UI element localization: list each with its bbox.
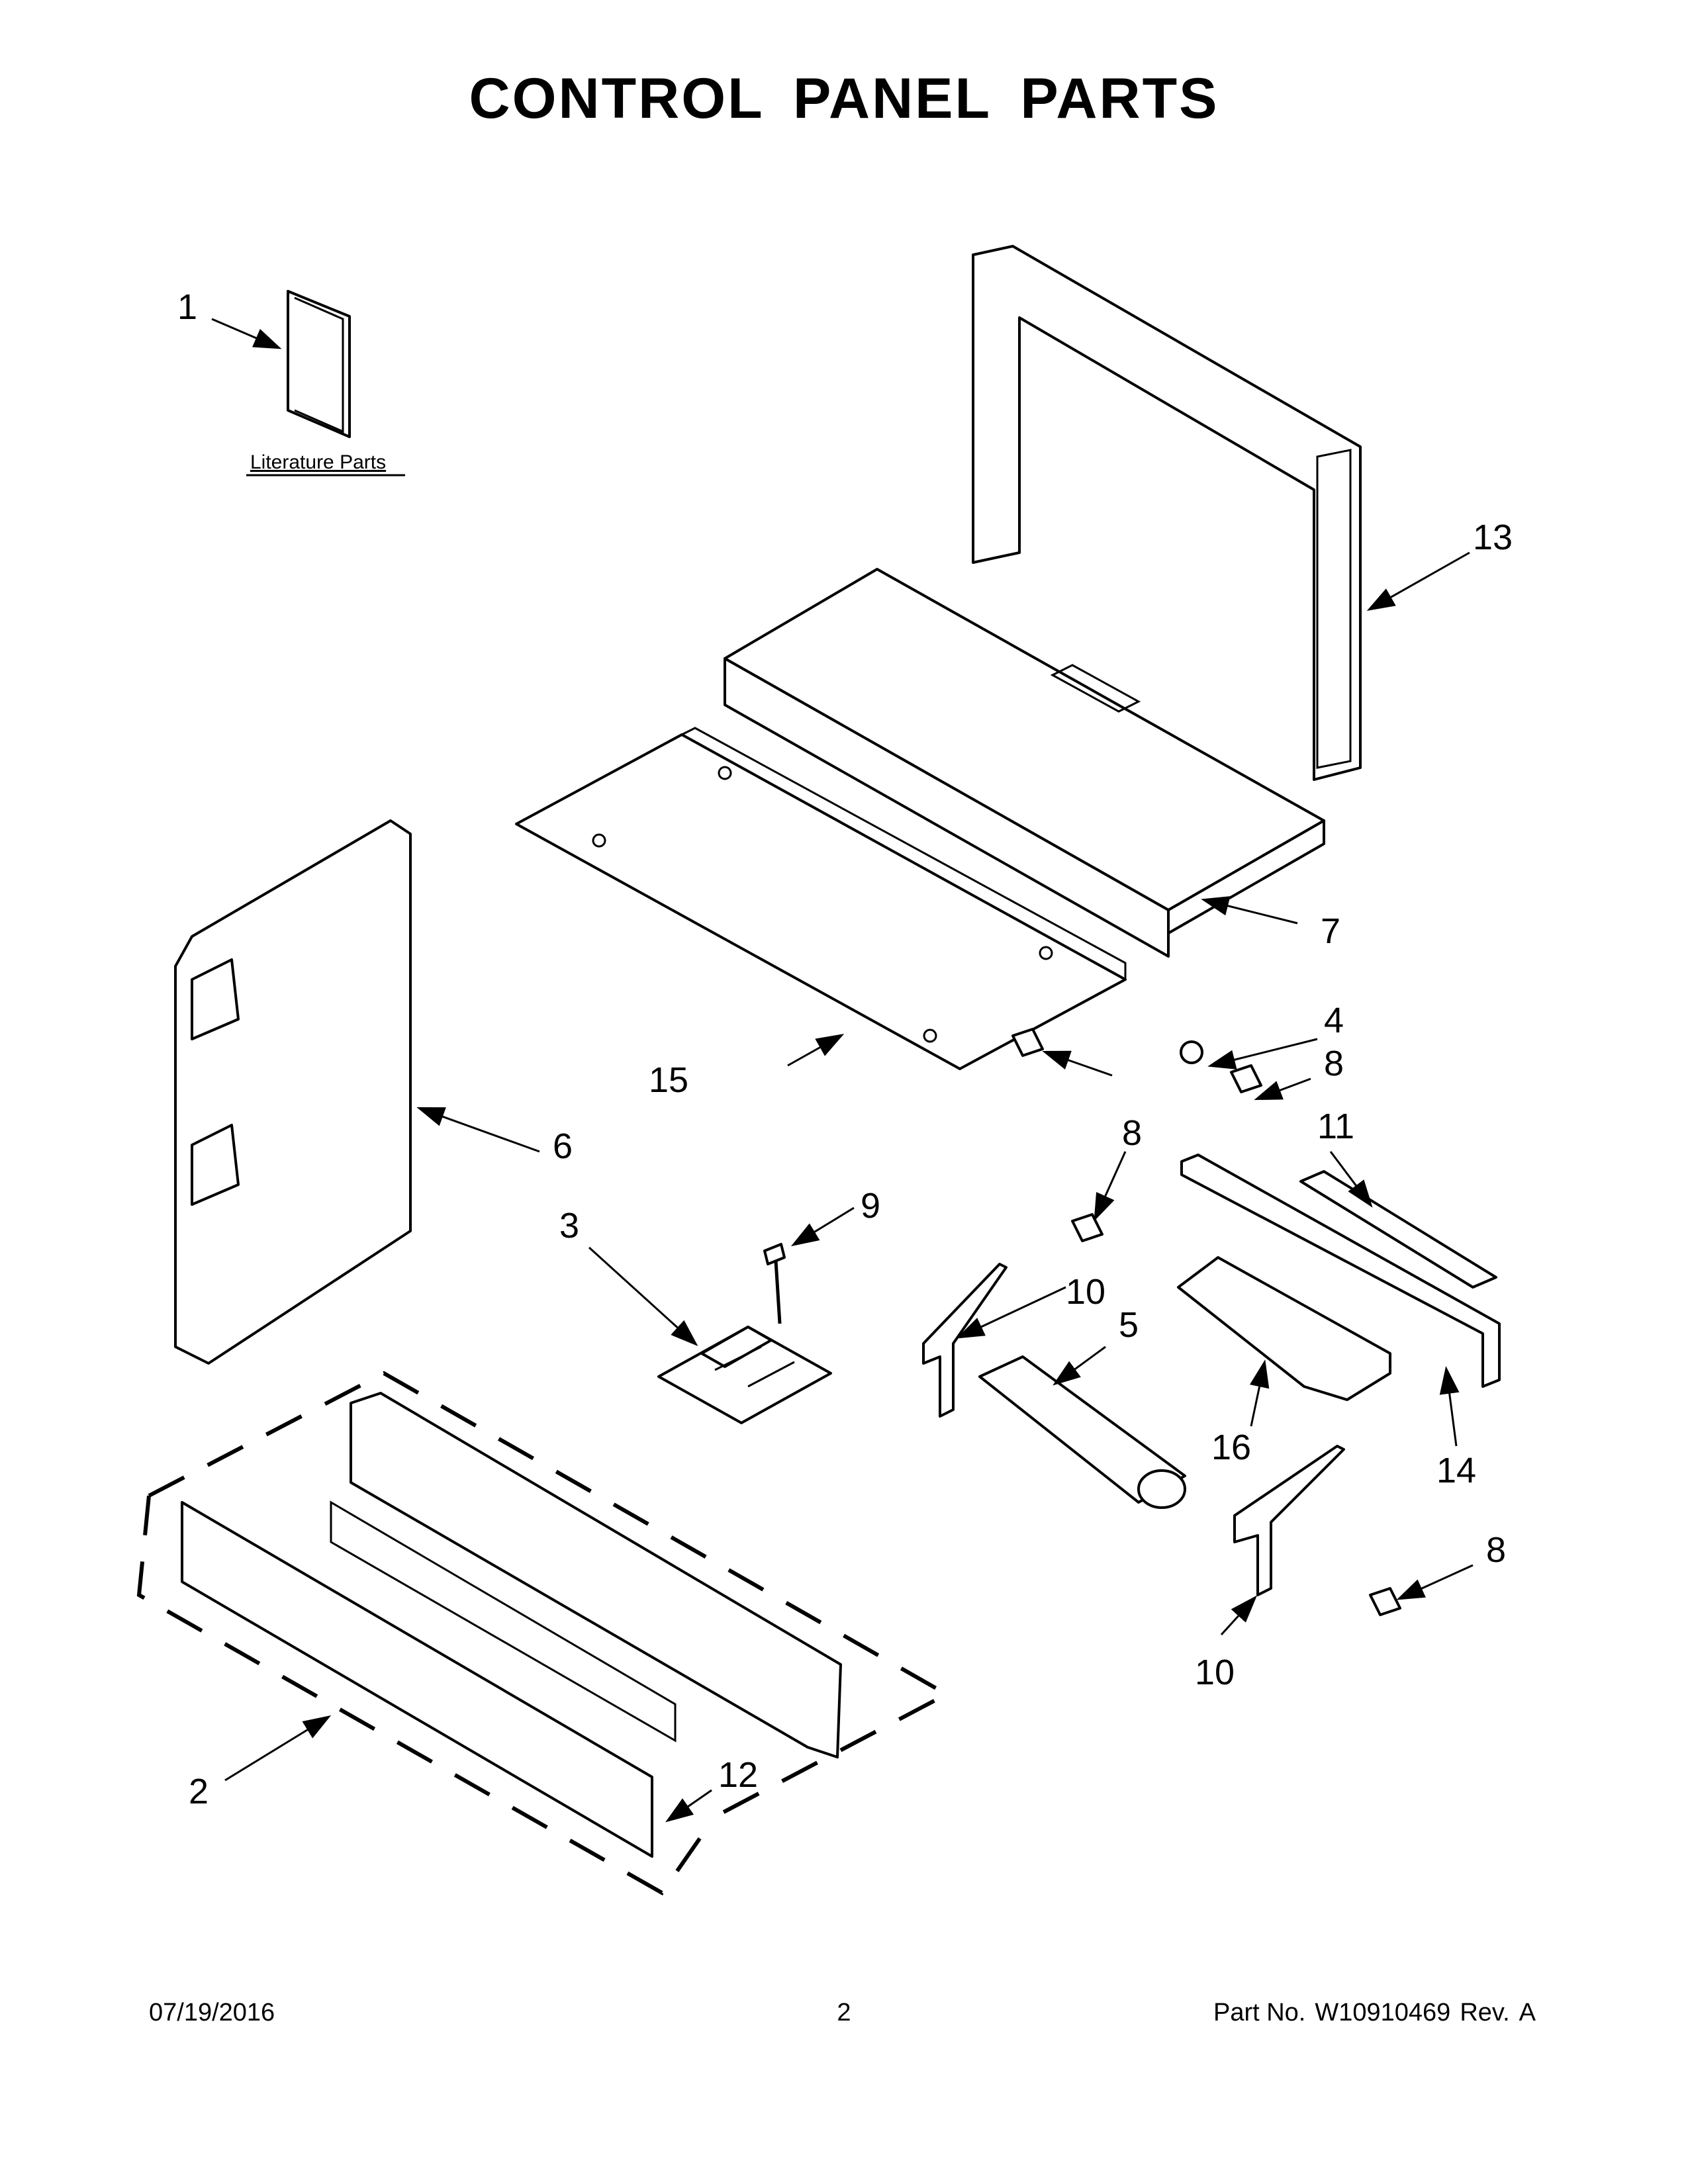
screw-8-b — [1230, 1064, 1262, 1093]
callout-9: 9 — [861, 1186, 880, 1226]
screw-8-c — [1071, 1213, 1103, 1242]
callout-2: 2 — [189, 1772, 209, 1811]
callout-7: 7 — [1321, 911, 1340, 951]
callout-8-c: 8 — [1486, 1530, 1506, 1570]
callout-11: 11 — [1317, 1107, 1354, 1146]
literature-booklet — [287, 290, 351, 438]
side-panel — [174, 819, 412, 1365]
callout-4: 4 — [1324, 1001, 1344, 1040]
footer-date: 07/19/2016 — [149, 1999, 275, 2026]
leader-arrows — [211, 318, 1474, 1823]
callout-12: 12 — [718, 1755, 758, 1795]
callout-5: 5 — [1119, 1305, 1139, 1345]
callout-3: 3 — [559, 1206, 579, 1246]
bracket-rail — [1180, 1154, 1501, 1388]
screw-9 — [763, 1243, 786, 1324]
callout-15: 15 — [649, 1060, 688, 1100]
footer-page-number: 2 — [837, 1999, 851, 2026]
callout-10-a: 10 — [1066, 1272, 1105, 1312]
callout-16: 16 — [1211, 1428, 1251, 1467]
screw-8-a — [1011, 1028, 1044, 1057]
part-no-value: W10910469 — [1315, 1999, 1451, 2026]
control-board — [657, 1326, 832, 1424]
bottom-plate — [515, 727, 1127, 1070]
bracket-lower — [1233, 1445, 1345, 1596]
screw-8-d — [1369, 1587, 1401, 1616]
callout-1: 1 — [177, 287, 197, 327]
footer-part-number: Part No. W10910469 Rev. A — [1204, 1999, 1536, 2027]
heat-shield — [1177, 1256, 1391, 1401]
bracket-upper — [922, 1263, 1008, 1418]
control-panel-assembly — [136, 1371, 951, 1895]
part-no-label: Part No. — [1213, 1999, 1306, 2026]
washer — [1180, 1040, 1203, 1064]
literature-parts-label: Literature Parts — [250, 451, 386, 473]
rev-label: Rev. — [1460, 1999, 1510, 2026]
blower-fan — [978, 1355, 1186, 1509]
callout-6: 6 — [553, 1126, 573, 1166]
callout-14: 14 — [1436, 1451, 1476, 1490]
rev-value: A — [1519, 1999, 1536, 2026]
page-title: CONTROL PANEL PARTS — [469, 67, 1219, 130]
callout-10-b: 10 — [1195, 1653, 1235, 1692]
callout-13: 13 — [1473, 518, 1513, 557]
callout-8-a: 8 — [1324, 1044, 1344, 1083]
callout-8-b: 8 — [1122, 1113, 1142, 1153]
rear-frame — [972, 245, 1362, 781]
